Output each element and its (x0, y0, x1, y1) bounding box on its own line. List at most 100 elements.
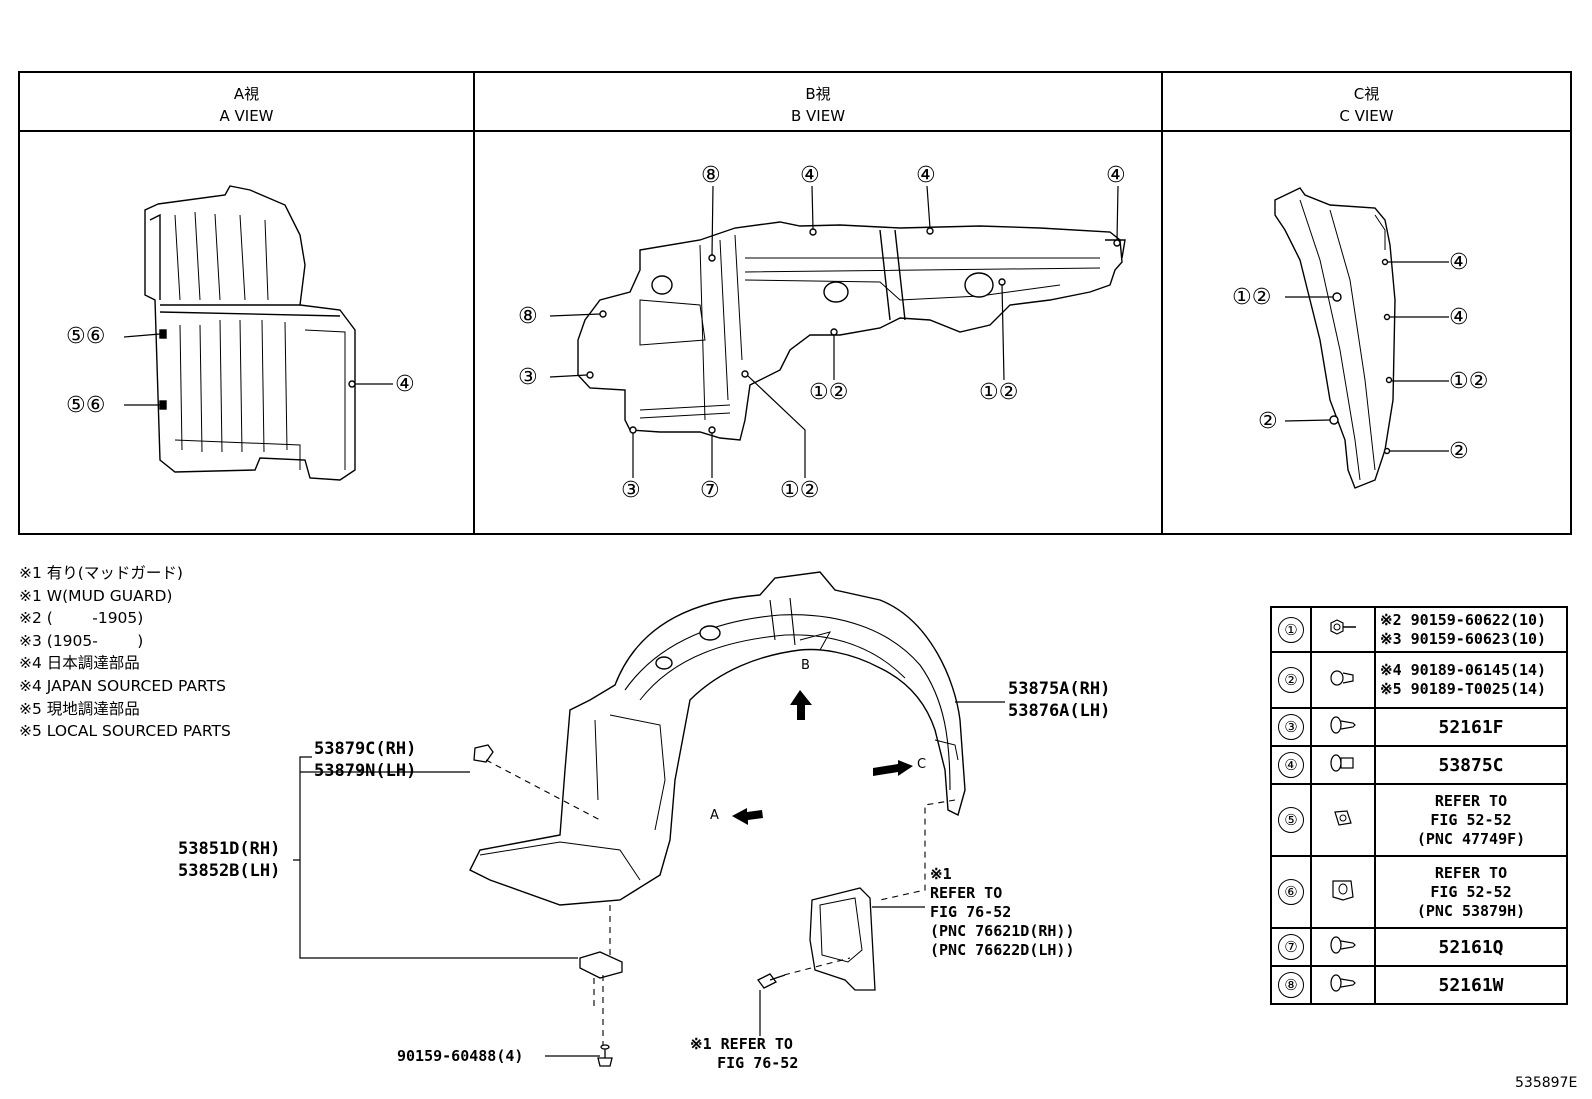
note-line: ※5 LOCAL SOURCED PARTS (19, 722, 231, 741)
callout-b-8-top: ⑧ (701, 163, 721, 188)
note-line: ※1 有り(マッドガード) (19, 564, 183, 582)
row-number: ⑦ (1278, 934, 1304, 960)
callout-c-12-top: ①② (1232, 285, 1272, 310)
label-shield: 53851D(RH) 53852B(LH) (178, 838, 280, 882)
label-clip-rh: 53879C(RH) (314, 739, 417, 759)
part-number-cell: REFER TO FIG 52-52 (PNC 47749F) (1374, 783, 1568, 857)
notes-block: ※1 有り(マッドガード) ※1 W(MUD GUARD) ※2 ( -1905… (19, 562, 231, 743)
label-clip-lh: 53879N(LH) (314, 761, 417, 781)
note-line: ※4 日本調達部品 (19, 654, 140, 673)
retainer-icon (1332, 880, 1354, 901)
part-number-cell: 53875C (1374, 745, 1568, 785)
arrow-label-a: A (710, 808, 719, 823)
label-screw: 90159-60488(4) (397, 1047, 524, 1065)
row-number: ⑤ (1278, 807, 1304, 833)
figure-code: 535897E (1515, 1075, 1578, 1091)
part-number-cell: 52161W (1374, 965, 1568, 1005)
c-view-drawing (1274, 187, 1396, 489)
callout-b-4-3: ④ (1106, 163, 1126, 188)
part-number-cell: ※4 90189-06145(14) ※5 90189-T0025(14) (1374, 651, 1568, 709)
view-header-a-jp: A視 (233, 85, 260, 103)
callout-b-12-mid: ①② (809, 380, 849, 405)
grommet-icon (1330, 754, 1354, 772)
row-number: ⑥ (1278, 879, 1304, 905)
row-number: ④ (1278, 752, 1304, 778)
row-number: ② (1278, 667, 1304, 693)
table-row: ③ 52161F (1270, 707, 1568, 747)
clip-icon (1330, 670, 1354, 686)
view-header-b: B視 B VIEW (474, 83, 1162, 127)
label-bolt-ref: ※1 REFER TO FIG 76-52 (690, 1035, 799, 1072)
bracket-drawing (579, 951, 623, 979)
note-line: ※2 ( -1905) (19, 609, 144, 628)
push-rivet-icon (1330, 716, 1356, 734)
part-number-cell: 52161Q (1374, 927, 1568, 967)
view-header-c-en: C VIEW (1339, 107, 1394, 125)
part-number-cell: 52161F (1374, 707, 1568, 747)
view-arrow-b (790, 690, 812, 720)
table-row: ① ※2 90159-60622(10) ※3 90159-60623(10) (1270, 606, 1568, 653)
callout-b-3-left: ③ (518, 365, 538, 390)
view-arrow-a (732, 808, 763, 825)
callout-b-3-bottom: ③ (621, 478, 641, 503)
label-clip: 53879C(RH) 53879N(LH) (314, 738, 416, 782)
callout-a-4: ④ (395, 372, 415, 397)
arrow-label-b: B (801, 658, 810, 673)
view-header-c-jp: C視 (1353, 85, 1380, 103)
callout-b-12-bottom: ①② (780, 478, 820, 503)
callout-c-4-mid: ④ (1449, 305, 1469, 330)
view-frame (18, 71, 1572, 535)
callout-b-8-left: ⑧ (518, 304, 538, 329)
label-liner-rh: 53875A(RH) (1008, 679, 1111, 699)
arrow-label-c: C (917, 757, 927, 772)
view-header-a-en: A VIEW (219, 107, 274, 125)
label-shield-lh: 53852B(LH) (178, 861, 281, 881)
a-view-drawing (144, 185, 356, 481)
screw-90159-60488-drawing (597, 1044, 613, 1067)
clip-53879c-drawing (473, 744, 494, 763)
note-line: ※5 現地調達部品 (19, 699, 140, 718)
mud-guard-drawing (809, 887, 876, 991)
label-mudguard-ref: ※1 REFER TO FIG 76-52 (PNC 76621D(RH)) (… (930, 865, 1075, 959)
screw-icon (1330, 618, 1356, 635)
note-line: ※4 JAPAN SOURCED PARTS (19, 676, 226, 695)
table-row: ④ 53875C (1270, 745, 1568, 785)
table-row: ⑤ REFER TO FIG 52-52 (PNC 47749F) (1270, 783, 1568, 857)
callout-b-4-1: ④ (800, 163, 820, 188)
note-line: ※1 W(MUD GUARD) (19, 586, 173, 605)
callout-b-4-2: ④ (916, 163, 936, 188)
view-header-b-jp: B視 (805, 85, 831, 103)
note-line: ※3 (1905- ) (19, 631, 144, 650)
table-row: ⑦ 52161Q (1270, 927, 1568, 967)
part-number-cell: REFER TO FIG 52-52 (PNC 53879H) (1374, 855, 1568, 929)
part-number-cell: ※2 90159-60622(10) ※3 90159-60623(10) (1374, 606, 1568, 653)
table-row: ② ※4 90189-06145(14) ※5 90189-T0025(14) (1270, 651, 1568, 709)
label-shield-rh: 53851D(RH) (178, 839, 281, 859)
callout-b-7-bottom: ⑦ (700, 478, 720, 503)
callout-c-2-left: ② (1258, 409, 1278, 434)
push-rivet-icon (1330, 936, 1356, 954)
callout-a-56-bottom: ⑤⑥ (66, 393, 106, 418)
table-row: ⑥ REFER TO FIG 52-52 (PNC 53879H) (1270, 855, 1568, 929)
nut-icon (1334, 810, 1352, 826)
callout-a-56-top: ⑤⑥ (66, 324, 106, 349)
view-header-c: C視 C VIEW (1162, 83, 1571, 127)
label-liner: 53875A(RH) 53876A(LH) (1008, 678, 1110, 722)
row-number: ③ (1278, 714, 1304, 740)
b-view-drawing (577, 221, 1126, 441)
label-liner-lh: 53876A(LH) (1008, 701, 1111, 721)
push-rivet-icon (1330, 974, 1356, 992)
table-row: ⑧ 52161W (1270, 965, 1568, 1005)
callout-c-12-right: ①② (1449, 369, 1489, 394)
row-number: ① (1278, 616, 1304, 643)
callout-c-4-top: ④ (1449, 250, 1469, 275)
callout-c-2-right: ② (1449, 439, 1469, 464)
view-arrow-c (873, 760, 913, 776)
fender-liner-drawing (469, 571, 966, 906)
view-header-a: A視 A VIEW (19, 83, 474, 127)
row-number: ⑧ (1278, 972, 1304, 998)
parts-table: ① ※2 90159-60622(10) ※3 90159-60623(10) … (1270, 606, 1568, 1005)
mudguard-bolt-drawing (757, 973, 786, 989)
callout-b-12-right: ①② (979, 380, 1019, 405)
